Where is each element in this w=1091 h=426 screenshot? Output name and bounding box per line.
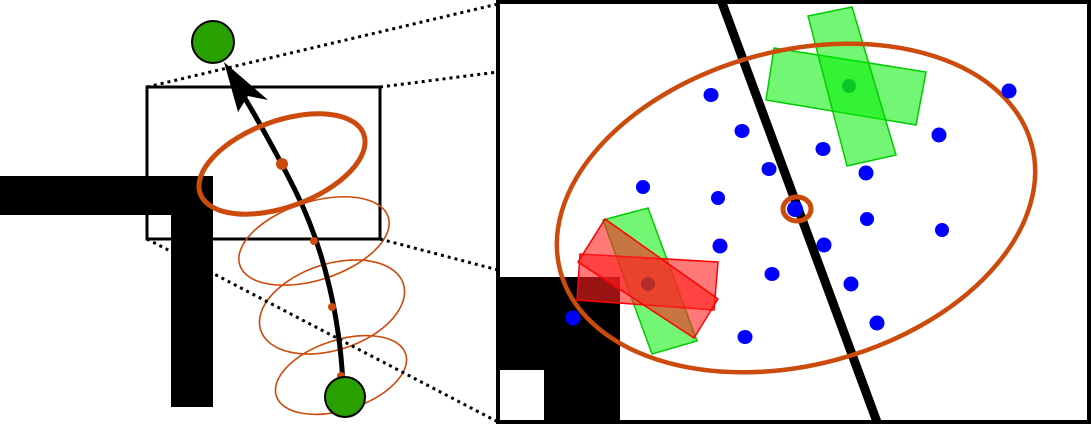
zoom-connectors [146,2,499,424]
overview-panel [0,20,408,418]
sample-point [1001,83,1017,99]
inset-mean-point [787,201,803,217]
sample-point [843,276,859,292]
sample-point [816,237,832,253]
sample-points [565,83,1017,344]
sample-point [935,223,949,237]
connector-bottom-right [379,237,499,272]
sample-point [711,191,725,205]
connector-top-right [379,70,499,89]
inset-mean-ring [780,194,814,224]
sample-point [703,88,719,102]
pose-colliding [576,207,720,355]
sample-point [860,212,874,226]
pose-collision-free [765,6,927,167]
obstacle-vertical-bar [171,176,213,407]
sample-point [712,238,728,254]
inset-free-notch [500,370,544,422]
pose-free-center [842,79,856,93]
inset-uncertainty-ellipse [554,41,1038,375]
sample-point [565,310,581,326]
sample-point [869,315,885,331]
start-marker [324,376,366,418]
zoom-region-box [145,85,382,241]
inset-border [496,0,1091,424]
inset-panel [496,0,1091,424]
sample-point [764,267,780,281]
sample-point [761,162,777,176]
trajectory-arrowhead [224,62,268,112]
sample-point [737,330,753,344]
uncertainty-ellipse-3 [258,259,406,355]
mean-point-2 [310,237,318,245]
connector-bottom-left [146,237,499,424]
inset-obstacle [498,277,620,422]
mean-point-current [276,158,288,170]
pose-collide-center [641,277,655,291]
sample-point [734,124,750,138]
sample-point [931,127,947,143]
goal-marker [191,20,235,64]
sample-point [636,180,650,194]
uncertainty-ellipse-current [196,111,368,217]
sample-point [815,142,831,156]
mean-point-3 [328,303,336,311]
sample-point [858,165,874,181]
